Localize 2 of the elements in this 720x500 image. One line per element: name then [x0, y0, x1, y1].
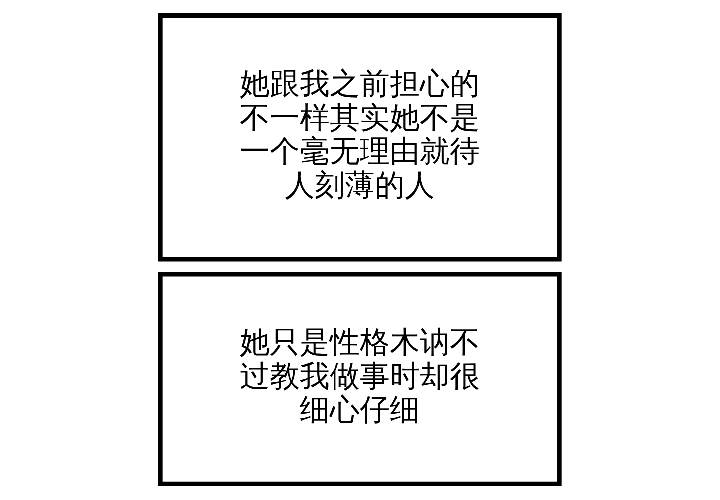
node-box: 她只是性格木讷不过教我做事时却很细心仔细: [158, 272, 562, 486]
node-box: 她跟我之前担心的不一样其实她不是一个毫无理由就待人刻薄的人: [158, 14, 562, 262]
